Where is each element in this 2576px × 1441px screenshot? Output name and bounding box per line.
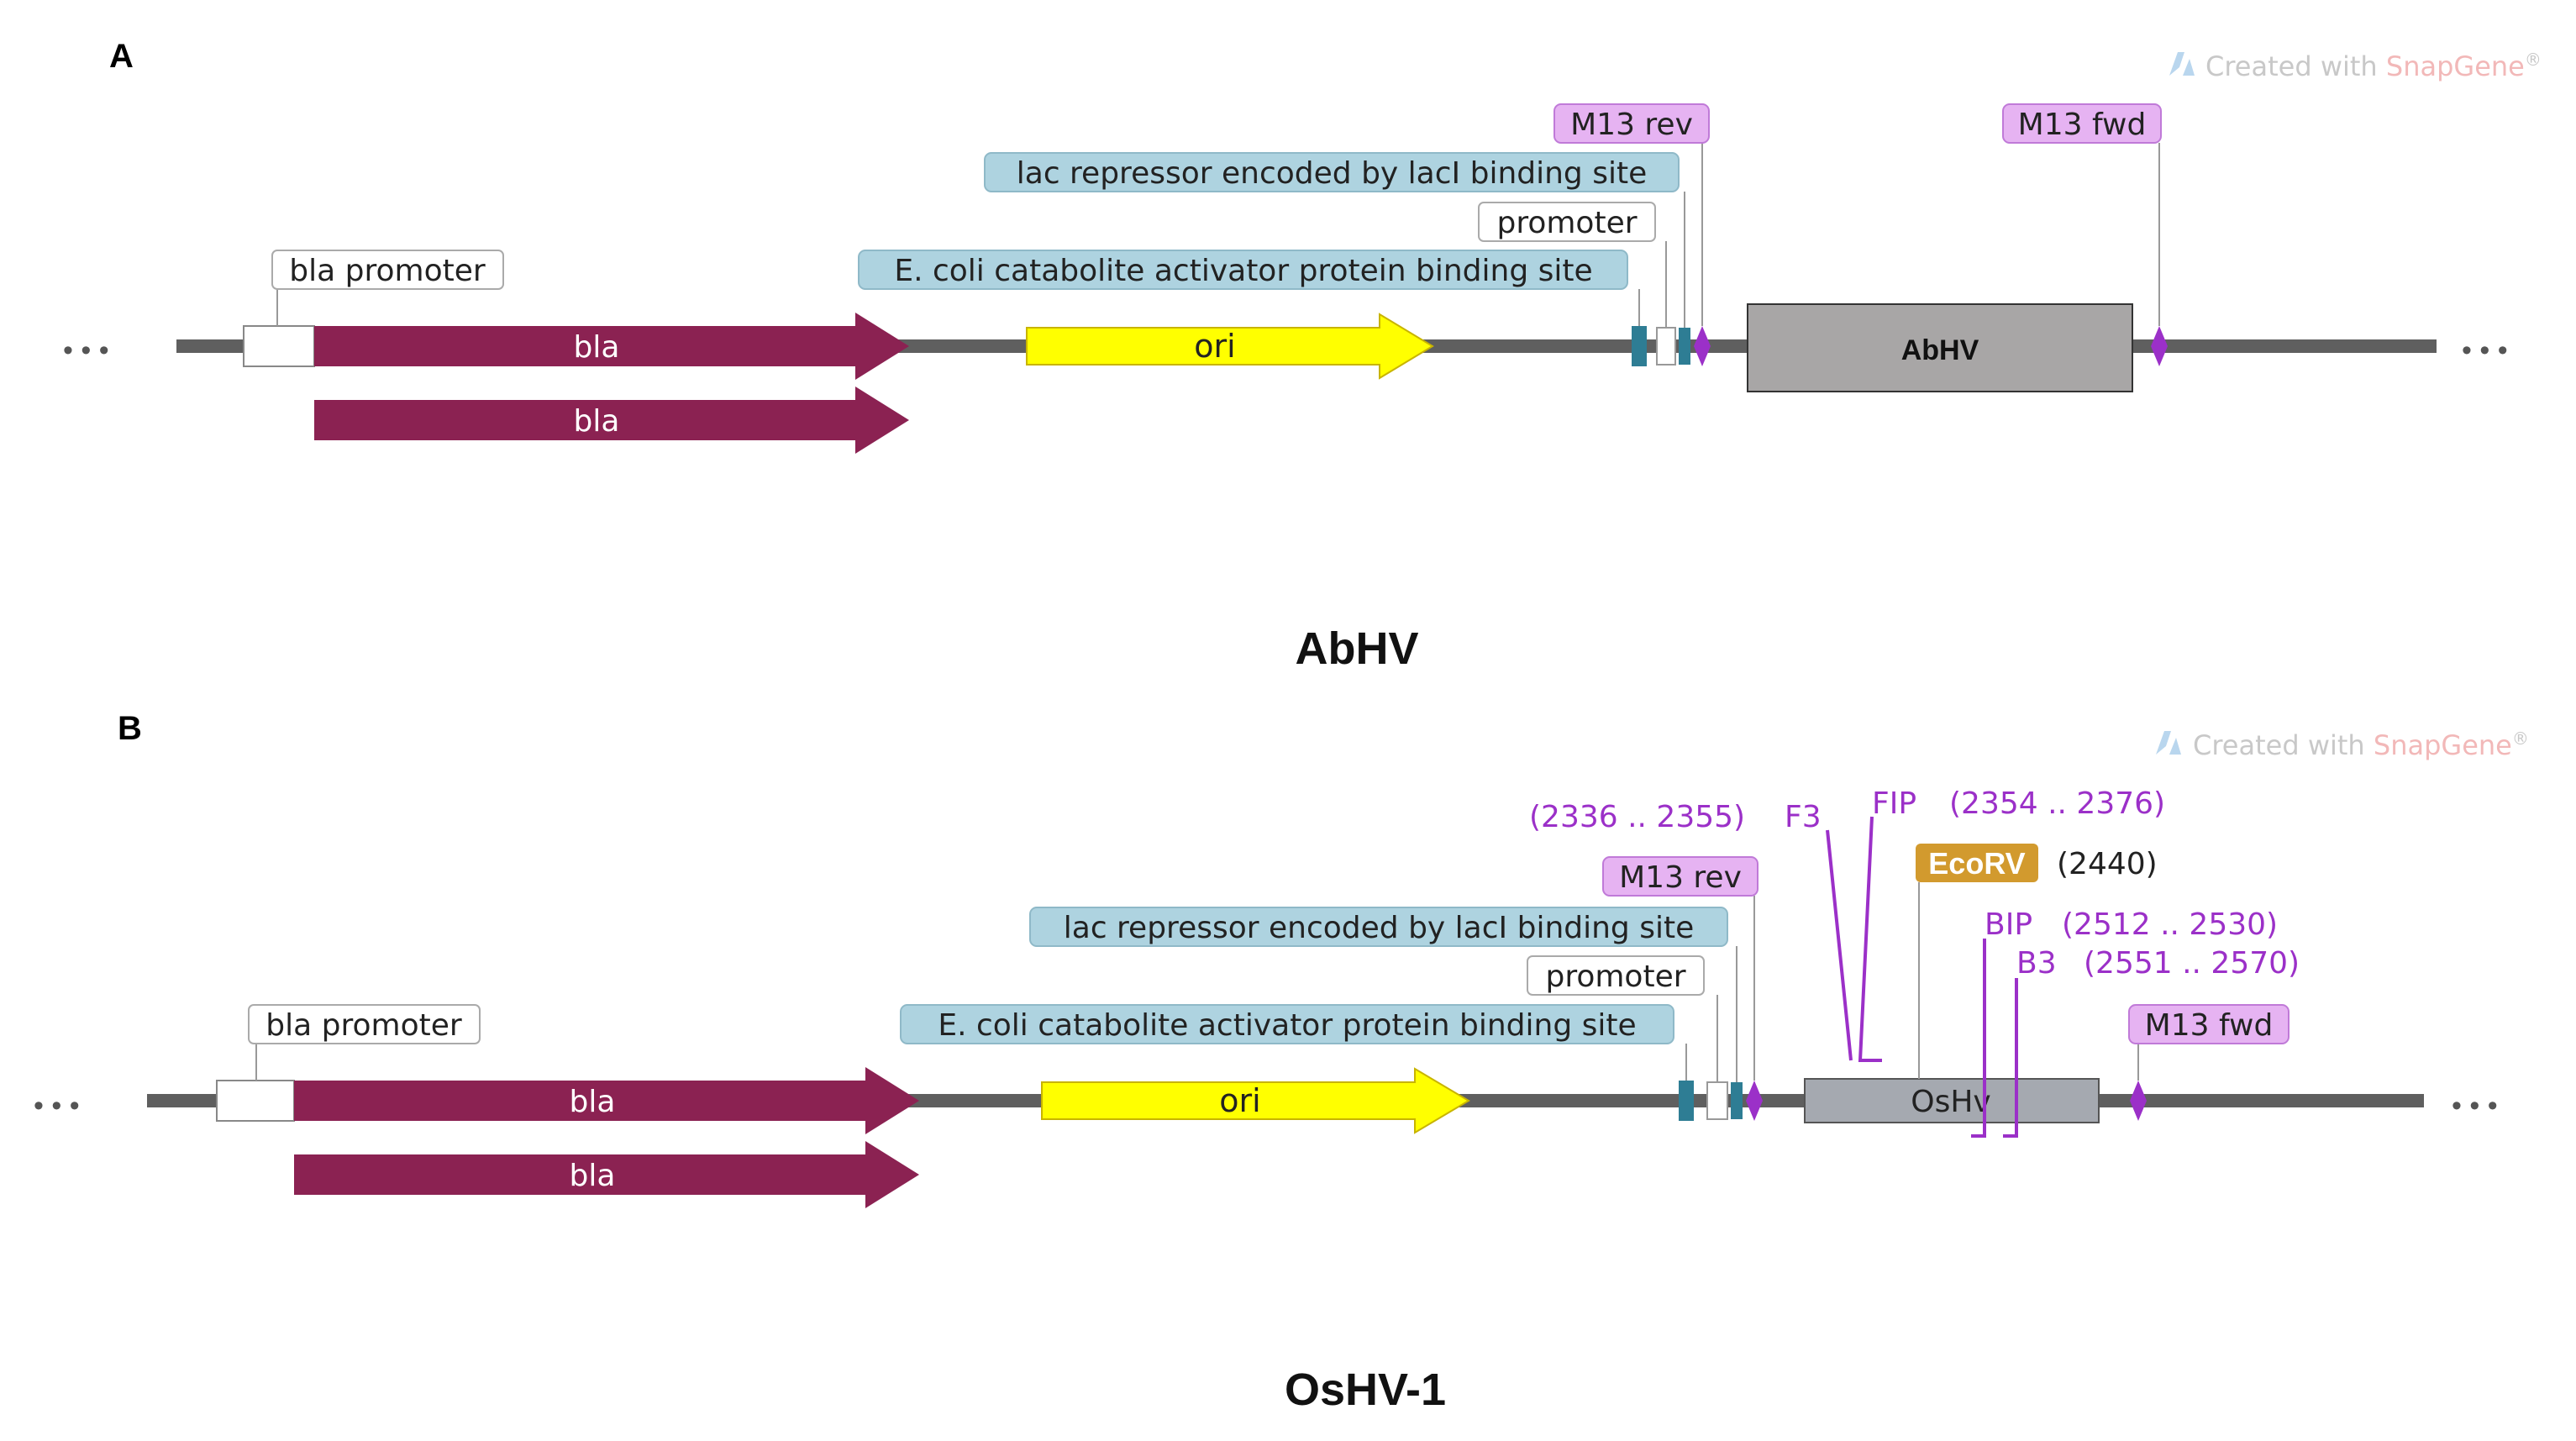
f3-label: F3 xyxy=(1785,800,1822,834)
lac-site-marker xyxy=(1731,1082,1743,1119)
bla-promoter-box xyxy=(216,1080,295,1122)
bla-promoter-label: bla promoter xyxy=(289,254,486,288)
m13-fwd-label-box xyxy=(2002,103,2162,144)
promoter-label-box xyxy=(1478,202,1656,242)
cap-site-marker xyxy=(1632,326,1647,366)
cap-label: E. coli catabolite activator protein bin… xyxy=(938,1008,1636,1043)
b3-range-label: (2551 .. 2570) xyxy=(2084,946,2300,981)
promoter-marker xyxy=(1706,1081,1728,1120)
m13-fwd-label: M13 fwd xyxy=(2018,108,2147,142)
ecorv-label-box xyxy=(1916,844,2038,882)
m13-fwd-marker xyxy=(2130,1081,2147,1121)
bla-arrow-label: bla xyxy=(574,330,620,365)
ori-arrow xyxy=(1026,313,1434,380)
promoter-label: promoter xyxy=(1496,206,1637,240)
cap-label-box xyxy=(900,1004,1674,1044)
left-ellipsis: • • • xyxy=(34,1090,80,1122)
lac-site-marker xyxy=(1679,328,1690,365)
watermark-prefix: Created with xyxy=(2205,50,2386,82)
lac-label-box xyxy=(1029,907,1728,947)
bla-arrow-secondary-label: bla xyxy=(570,1159,616,1193)
insert-abhv-box xyxy=(1747,303,2133,392)
m13-rev-label-box xyxy=(1553,103,1710,144)
ecorv-position: (2440) xyxy=(2057,847,2158,881)
m13-rev-label-box xyxy=(1602,856,1759,897)
cap-label: E. coli catabolite activator protein bin… xyxy=(894,254,1592,288)
snapgene-logo-icon xyxy=(2156,731,2181,755)
panel-b: B Created with SnapGene® • • • • • • bla… xyxy=(34,710,2529,1415)
m13-rev-label: M13 rev xyxy=(1619,860,1742,895)
snapgene-watermark-b: Created with SnapGene® xyxy=(2156,728,2529,761)
m13-fwd-label-box xyxy=(2128,1004,2289,1044)
watermark-reg: ® xyxy=(2512,728,2529,749)
m13-rev-marker xyxy=(1746,1081,1763,1121)
bla-arrow xyxy=(294,1067,919,1134)
insert-oshv-box xyxy=(1804,1078,2100,1123)
cap-label-box xyxy=(858,250,1628,290)
m13-rev-marker xyxy=(1694,326,1711,366)
fip-range-label: (2354 .. 2376) xyxy=(1949,786,2165,821)
snapgene-watermark-a: Created with SnapGene® xyxy=(2169,50,2542,82)
insert-oshv-label: OsHv xyxy=(1911,1085,1990,1119)
right-ellipsis: • • • xyxy=(2462,334,2508,366)
b3-label: B3 xyxy=(2016,946,2057,981)
watermark-brand: SnapGene xyxy=(2374,729,2512,761)
right-ellipsis: • • • xyxy=(2452,1090,2498,1122)
bip-label: BIP xyxy=(1985,907,2032,942)
panel-a-letter: A xyxy=(109,38,134,75)
f3-primer-bracket xyxy=(1826,829,1853,1061)
left-ellipsis: • • • xyxy=(63,334,109,366)
svg-text:Created with SnapGene®: Created with SnapGene® xyxy=(2205,50,2542,82)
panel-b-letter: B xyxy=(118,710,142,747)
promoter-label-box xyxy=(1527,955,1705,996)
promoter-label: promoter xyxy=(1545,960,1685,994)
ori-arrow xyxy=(1041,1067,1470,1134)
bla-promoter-box xyxy=(243,325,315,367)
ecorv-label: EcoRV xyxy=(1928,846,2025,881)
bla-promoter-label-box xyxy=(271,250,504,290)
panel-a-caption: AbHV xyxy=(1296,623,1419,674)
b3-primer-bracket xyxy=(2003,978,2018,1138)
bla-promoter-label: bla promoter xyxy=(265,1008,462,1043)
bla-arrow-secondary xyxy=(294,1141,919,1208)
m13-fwd-marker xyxy=(2151,326,2168,366)
panel-a: A Created with SnapGene® • • • • • • bla… xyxy=(63,38,2542,674)
bla-arrow xyxy=(314,313,909,380)
ori-arrow-label: ori xyxy=(1194,328,1235,365)
bla-arrow-label: bla xyxy=(570,1085,616,1119)
lac-label: lac repressor encoded by lacI binding si… xyxy=(1064,911,1695,945)
promoter-marker xyxy=(1656,327,1676,366)
bla-arrow-secondary xyxy=(314,387,909,454)
fip-primer-bracket xyxy=(1858,816,1882,1062)
watermark-brand: SnapGene xyxy=(2386,50,2525,82)
bip-range-label: (2512 .. 2530) xyxy=(2062,907,2278,942)
panel-b-caption: OsHV-1 xyxy=(1285,1365,1446,1415)
insert-abhv-label: AbHV xyxy=(1901,334,1979,366)
f3-range-label: (2336 .. 2355) xyxy=(1529,800,1745,834)
watermark-reg: ® xyxy=(2525,50,2542,70)
fip-label: FIP xyxy=(1872,786,1916,821)
m13-fwd-label: M13 fwd xyxy=(2145,1008,2274,1043)
lac-label-box xyxy=(984,152,1680,192)
ori-arrow-label: ori xyxy=(1219,1082,1260,1119)
bla-arrow-secondary-label: bla xyxy=(574,404,620,439)
bip-primer-bracket xyxy=(1971,939,1986,1138)
svg-text:Created with SnapGene®: Created with SnapGene® xyxy=(2193,728,2529,761)
cap-site-marker xyxy=(1679,1081,1694,1121)
snapgene-logo-icon xyxy=(2169,52,2195,76)
m13-rev-label: M13 rev xyxy=(1570,108,1693,142)
watermark-prefix: Created with xyxy=(2193,729,2374,761)
lac-label: lac repressor encoded by lacI binding si… xyxy=(1017,156,1648,191)
bla-promoter-label-box xyxy=(248,1004,481,1044)
